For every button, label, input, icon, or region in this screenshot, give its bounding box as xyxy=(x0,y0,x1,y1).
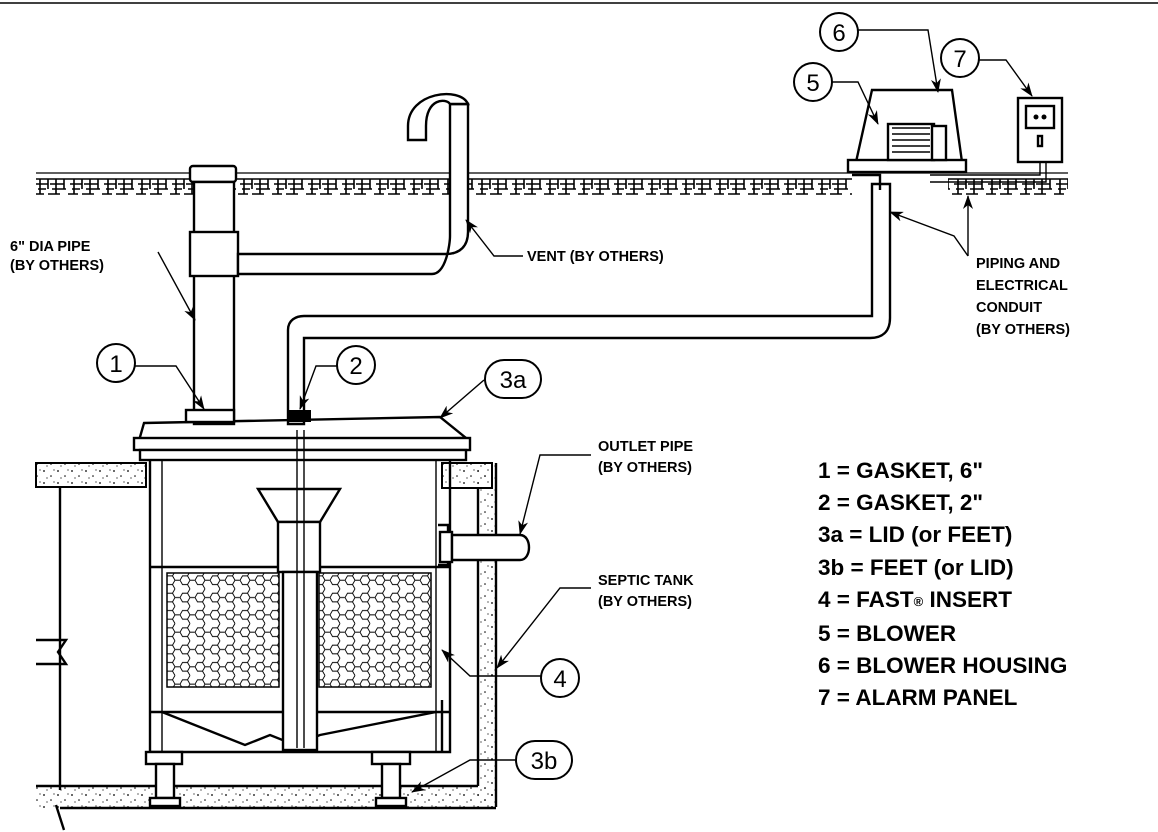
legend-item-1: 1 = GASKET, 6" xyxy=(818,458,984,483)
septic-label-line1: SEPTIC TANK xyxy=(598,573,694,589)
outlet-label-line1: OUTLET PIPE xyxy=(598,439,693,455)
pipe-label-line2: (BY OTHERS) xyxy=(10,258,104,274)
legend-item-5: 5 = BLOWER xyxy=(818,621,957,647)
six-inch-pipe xyxy=(184,164,240,426)
conduit-label-line3: CONDUIT xyxy=(976,300,1042,316)
conduit-label-line1: PIPING AND xyxy=(976,256,1060,272)
air-piping xyxy=(286,162,1047,426)
septic-label-line2: (BY OTHERS) xyxy=(598,594,692,610)
outlet-label-line2: (BY OTHERS) xyxy=(598,460,692,476)
legend-item-2: 2 = GASKET, 2" xyxy=(818,490,984,516)
callout-4: 4 xyxy=(540,658,580,698)
callout-1: 1 xyxy=(96,343,136,383)
svg-text:5: 5 xyxy=(806,70,819,97)
alarm-panel xyxy=(1016,96,1064,164)
svg-text:3a: 3a xyxy=(500,367,527,394)
fast-insert xyxy=(148,430,452,754)
svg-text:2: 2 xyxy=(349,353,362,380)
registered-mark: ® xyxy=(913,593,924,609)
svg-text:3b: 3b xyxy=(531,748,558,775)
tank-feet xyxy=(144,750,412,808)
callout-3b: 3b xyxy=(515,740,573,780)
callout-6: 6 xyxy=(819,12,859,52)
pipe-label-line1: 6" DIA PIPE xyxy=(10,239,91,255)
svg-text:1: 1 xyxy=(109,351,122,378)
parts-legend: 1 = GASKET, 6" 2 = GASKET, 2" 3a = LID (… xyxy=(818,455,1067,715)
callout-2: 2 xyxy=(336,345,376,385)
legend-item-4-pre: 4 = FAST xyxy=(818,586,914,612)
svg-text:4: 4 xyxy=(553,666,566,693)
callout-5: 5 xyxy=(793,62,833,102)
legend-item-7: 7 = ALARM PANEL xyxy=(818,685,1018,711)
legend-item-3a: 3a = LID (or FEET) xyxy=(818,522,1013,548)
svg-text:6: 6 xyxy=(832,20,845,47)
outlet-pipe xyxy=(438,530,531,564)
vent-pipe xyxy=(236,92,470,276)
conduit-label-line2: ELECTRICAL xyxy=(976,278,1068,294)
legend-item-4: 4 = FAST® INSERT xyxy=(818,584,1067,618)
legend-item-4-post: INSERT xyxy=(923,586,1013,612)
svg-text:7: 7 xyxy=(953,46,966,73)
legend-item-3b: 3b = FEET (or LID) xyxy=(818,554,1014,580)
vent-label: VENT (BY OTHERS) xyxy=(527,249,664,265)
conduit-label-line4: (BY OTHERS) xyxy=(976,322,1070,338)
legend-item-6: 6 = BLOWER HOUSING xyxy=(818,653,1068,679)
callout-7: 7 xyxy=(940,38,980,78)
leader-lines xyxy=(135,29,1033,793)
callout-3a: 3a xyxy=(484,359,542,399)
blower xyxy=(886,122,948,162)
